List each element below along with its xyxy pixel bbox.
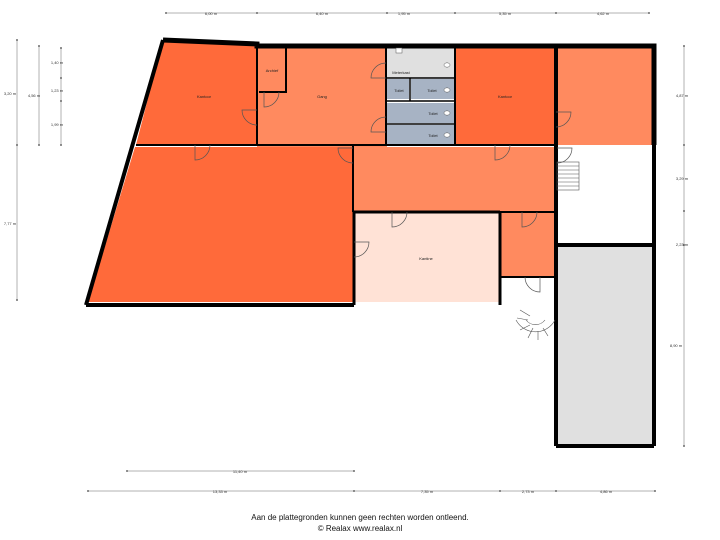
room-label-kantine: Kantine [419,256,433,261]
room-gang [257,47,555,212]
room-toilet-4 [387,125,454,145]
toilet-fixtures [395,47,451,138]
dim-bottom-inner-1: 11,40 m [233,469,248,474]
dim-bottom-1: 13,33 m [213,489,228,494]
dim-left-outer-2: 7,77 m [4,221,17,226]
room-toilet-1 [387,79,409,99]
room-toilet-2 [411,79,454,99]
dim-bottom-3: 2,73 m [522,489,535,494]
room-kantine [354,213,499,302]
toilet-bowl-icon [443,132,451,138]
stairs [515,161,580,340]
room-label-toilet-2: Toilet [427,88,437,93]
room-toilet-3 [387,103,454,123]
dimension-ticks [16,12,685,492]
dim-right-4: 8,90 m [670,343,683,348]
room-large-office [88,147,355,302]
room-label-meterkast: Meterkast [392,70,410,75]
dim-top-2: 6,40 m [316,11,329,16]
toilet-bowl-icon [443,62,451,68]
dim-left-small-2: 1,23 m [51,88,64,93]
meter-box-icon [395,47,403,54]
dim-top-1: 6,00 m [205,11,218,16]
dim-top-3: 1,95 m [398,11,411,16]
room-label-archief: Archief [266,68,279,73]
dim-top-5: 4,62 m [597,11,610,16]
disclaimer-text: Aan de plattegronden kunnen geen rechten… [251,513,469,522]
dim-right-1: 4,87 m [676,93,689,98]
room-label-gang: Gang [317,94,327,99]
dim-right-3: 2,23 m [676,242,689,247]
room-kantoor-left [136,40,257,145]
toilet-bowl-icon [443,110,451,116]
dim-top-4: 5,35 m [499,11,512,16]
room-label-toilet-3: Toilet [428,111,438,116]
room-right-upper [556,47,652,145]
walls [84,37,657,448]
dim-right-2: 3,29 m [676,176,689,181]
dim-bottom-4: 4,86 m [600,489,613,494]
room-label-toilet-4: Toilet [428,133,438,138]
room-small-right [500,213,555,276]
room-kantoor-right [456,47,554,145]
dim-left-small-3: 1,99 m [51,122,64,127]
dim-bottom-2: 7,35 m [421,489,434,494]
doors [194,62,573,293]
dim-left-inner-1: 4,56 m [28,93,41,98]
room-label-kantoor-left: Kantoor [197,94,212,99]
dim-left-outer-1: 3,20 m [4,91,17,96]
copyright-text: © Realax www.realax.nl [317,524,403,533]
room-label-kantoor-right: Kantoor [498,94,513,99]
dimension-lines [16,12,685,492]
room-garage [557,246,653,446]
dim-left-small-1: 1,40 m [51,60,64,65]
toilet-bowl-icon [443,87,451,93]
room-label-toilet-1: Toilet [394,88,404,93]
